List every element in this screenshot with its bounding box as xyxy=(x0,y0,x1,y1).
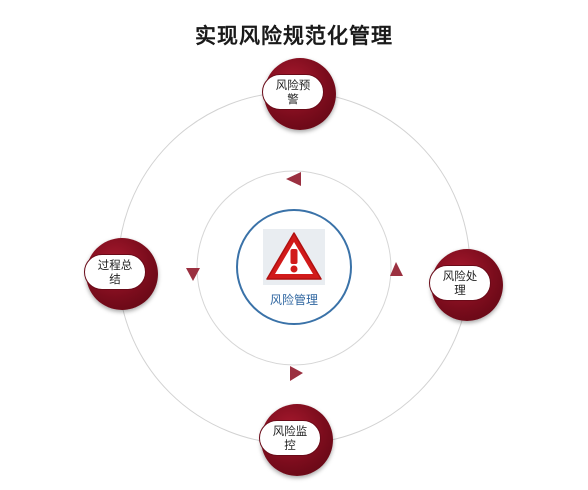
arrow-top-icon xyxy=(286,172,301,186)
node-risk-warning: 风险预警 xyxy=(262,58,336,130)
node-label-line2: 理 xyxy=(454,283,466,297)
node-label-line2: 结 xyxy=(109,272,121,286)
node-label-line1: 过程总 xyxy=(97,258,133,272)
node-label-line1: 风险处 xyxy=(442,269,478,283)
node-risk-handling: 风险处理 xyxy=(429,249,503,321)
node-label: 过程总结 xyxy=(84,254,146,290)
node-label-line2: 警 xyxy=(287,92,299,106)
warning-triangle-icon xyxy=(266,232,322,280)
node-label-line1: 风险监 xyxy=(272,424,308,438)
page-title: 实现风险规范化管理 xyxy=(195,24,393,48)
center-circle: 风险管理 xyxy=(236,209,352,325)
node-label: 风险处理 xyxy=(429,265,491,301)
node-process-summary: 过程总结 xyxy=(84,238,158,310)
node-label-line1: 风险预 xyxy=(275,78,311,92)
center-label: 风险管理 xyxy=(269,293,318,307)
warning-panel xyxy=(263,229,325,285)
arrow-bottom-icon xyxy=(290,366,303,381)
node-label-line2: 控 xyxy=(284,438,296,452)
arrow-right-icon xyxy=(390,262,403,276)
node-risk-monitoring: 风险监控 xyxy=(259,404,333,476)
node-label: 风险监控 xyxy=(259,420,321,456)
node-label: 风险预警 xyxy=(262,74,324,110)
arrow-left-icon xyxy=(186,268,200,281)
